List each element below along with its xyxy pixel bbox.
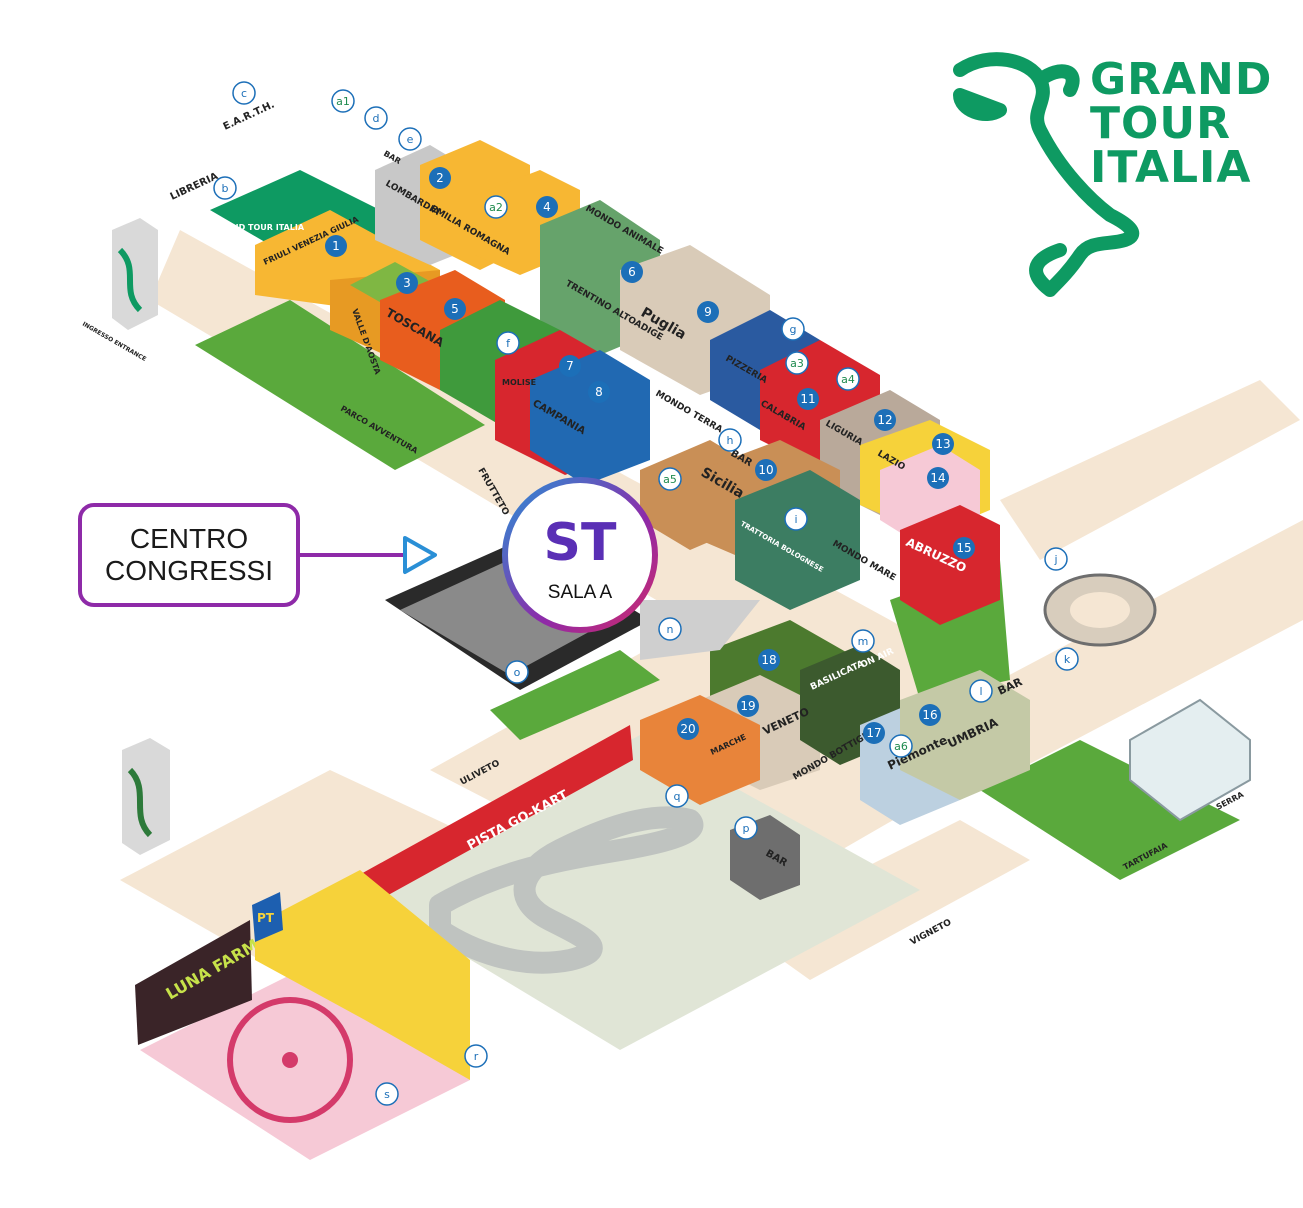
parco-avventura-area — [195, 300, 1240, 880]
sala-a-logo: ST — [502, 477, 658, 633]
grand-tour-italia-logo: GRAND TOUR ITALIA — [1090, 58, 1272, 190]
italy-logo-icon — [953, 52, 1140, 297]
centro-congressi-callout[interactable]: CENTRO CONGRESSI — [78, 503, 300, 607]
serra — [1129, 698, 1251, 822]
pt-logo: PT — [257, 911, 275, 925]
logo-line-1: GRAND — [1090, 54, 1273, 105]
logo-line-3: ITALIA — [1090, 142, 1252, 193]
entrance-monolith — [112, 218, 170, 855]
sala-a-label: SALA A — [547, 582, 613, 603]
logo-line-2: TOUR — [1090, 98, 1232, 149]
sala-st-logo: ST — [544, 513, 617, 573]
callout-line-2: CONGRESSI — [104, 555, 274, 586]
colosseum — [1043, 573, 1157, 647]
callout-arrow — [300, 536, 437, 574]
callout-line-1: CENTRO — [129, 523, 249, 554]
